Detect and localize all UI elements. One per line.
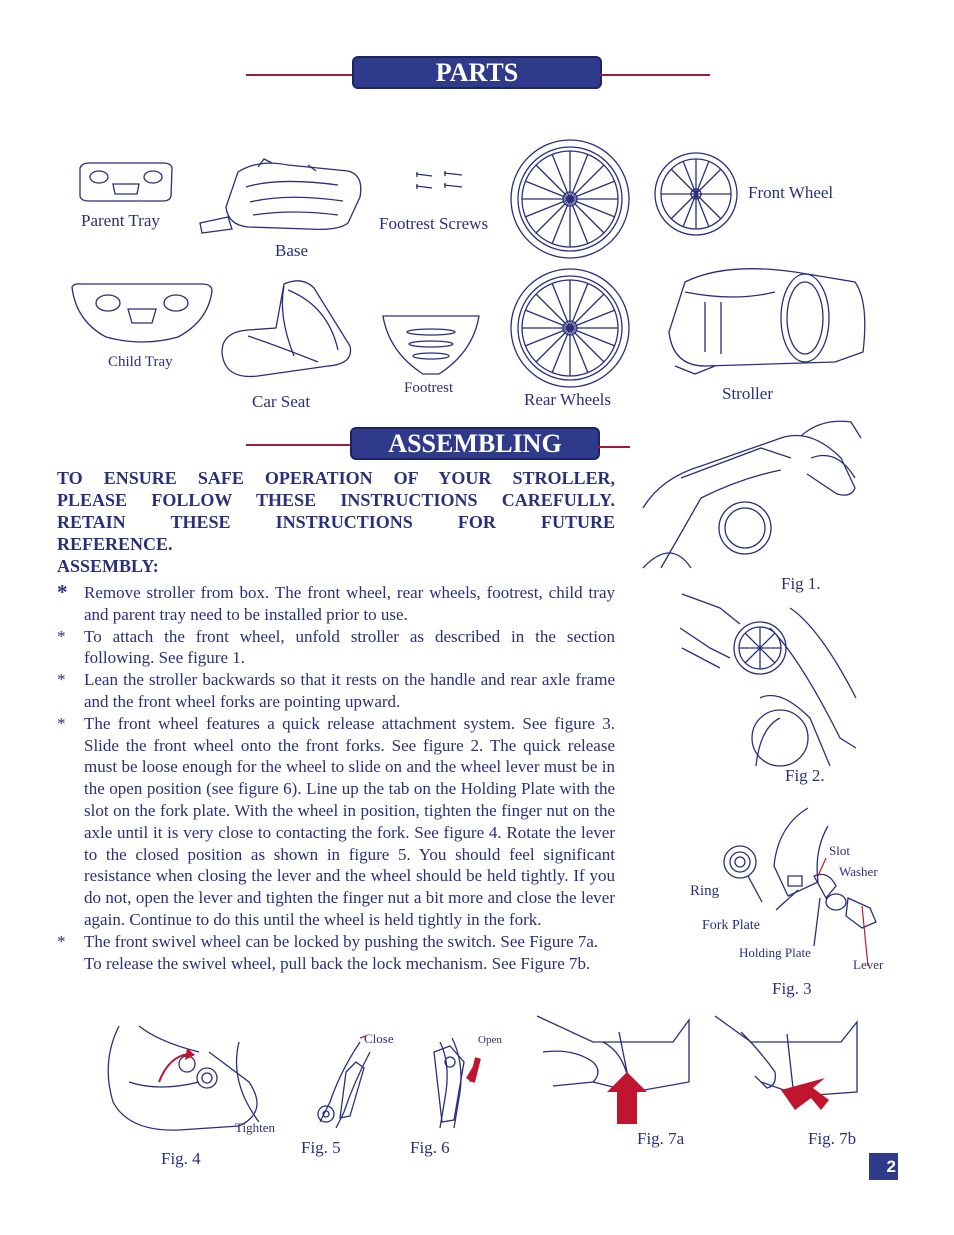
footrest-screws-label: Footrest Screws [379, 214, 489, 233]
car-seat-label: Car Seat [252, 392, 311, 411]
bullet-star: * [57, 713, 66, 733]
assembling-rule-left [246, 444, 352, 446]
fig4-caption: Fig. 4 [161, 1149, 201, 1168]
warning-line-1: TO ENSURE SAFE OPERATION OF YOUR STROLLE… [57, 468, 615, 488]
stroller-illustration [668, 268, 866, 375]
parts-rule-right [600, 74, 710, 76]
instruction-item: * Remove stroller from box. The front whe… [57, 580, 615, 626]
fig5-caption: Fig. 5 [301, 1138, 341, 1157]
fig5-illustration [317, 1035, 371, 1129]
instruction-text: The front swivel wheel can be locked by … [84, 931, 599, 973]
car-seat-illustration [221, 280, 352, 378]
fig3-label-lever: Lever [853, 957, 884, 972]
fig3-label-holding-plate: Holding Plate [739, 945, 811, 960]
warning-line-2: PLEASE FOLLOW THESE INSTRUCTIONS CAREFUL… [57, 490, 615, 510]
safety-warning: TO ENSURE SAFE OPERATION OF YOUR STROLLE… [57, 467, 615, 577]
tighten-callout: Tighten [235, 1120, 275, 1135]
assembly-subheading: ASSEMBLY: [57, 556, 159, 576]
child-tray-label: Child Tray [108, 354, 173, 370]
fig7b-illustration [714, 1015, 858, 1110]
instruction-text: To attach the front wheel, unfold stroll… [84, 626, 615, 668]
open-callout: Open [478, 1034, 502, 1046]
fig1-illustration [642, 420, 862, 569]
instruction-item: * The front swivel wheel can be locked by… [57, 931, 615, 975]
stroller-label: Stroller [722, 384, 773, 403]
footrest-screws-illustration [415, 171, 463, 189]
page-number: 2 [869, 1153, 898, 1180]
fig7a-illustration [536, 1015, 690, 1124]
footrest-illustration [382, 315, 480, 375]
fig2-caption: Fig 2. [785, 766, 825, 785]
instruction-text: Remove stroller from box. The front whee… [84, 583, 615, 624]
base-illustration [199, 158, 362, 234]
fig3-label-ring: Ring [690, 883, 720, 899]
fig6-illustration [433, 1037, 481, 1129]
fig3-label-slot: Slot [829, 843, 850, 858]
bullet-star: * [57, 931, 66, 951]
fig3-label-washer: Washer [839, 864, 878, 879]
rear-wheel-bottom-illustration [510, 268, 630, 388]
rear-wheel-top-illustration [510, 139, 630, 259]
base-label: Base [275, 241, 309, 260]
warning-line-4: REFERENCE. [57, 534, 173, 554]
parts-heading: PARTS [354, 58, 600, 87]
parent-tray-label: Parent Tray [81, 211, 160, 230]
fig3-label-fork-plate: Fork Plate [702, 918, 760, 933]
footrest-label: Footrest [404, 380, 454, 396]
fig7b-caption: Fig. 7b [808, 1129, 857, 1148]
assembling-rule-right [598, 446, 630, 448]
parent-tray-illustration [79, 162, 173, 202]
instruction-text: The front wheel features a quick release… [84, 713, 615, 929]
instruction-item: * To attach the front wheel, unfold strol… [57, 626, 615, 670]
bullet-star: * [57, 670, 66, 690]
child-tray-illustration [71, 283, 213, 343]
rear-wheels-label: Rear Wheels [524, 390, 612, 409]
fig7a-caption: Fig. 7a [637, 1129, 685, 1148]
instruction-text: Lean the stroller backwards so that it r… [84, 670, 615, 711]
bullet-star: * [57, 626, 66, 646]
front-wheel-illustration [654, 152, 738, 236]
warning-line-3: RETAIN THESE INSTRUCTIONS FOR FUTURE [57, 512, 615, 532]
front-wheel-label: Front Wheel [748, 183, 834, 202]
close-callout: Close [364, 1031, 394, 1046]
fig1-caption: Fig 1. [781, 574, 821, 593]
fig4-illustration [107, 1025, 260, 1131]
bullet-star: * [57, 580, 68, 604]
fig6-caption: Fig. 6 [410, 1138, 450, 1157]
fig3-caption: Fig. 3 [772, 979, 812, 998]
parts-rule-left [246, 74, 354, 76]
fig3-illustration [723, 807, 877, 967]
instruction-item: * Lean the stroller backwards so that it … [57, 669, 615, 713]
fig2-illustration [679, 593, 857, 767]
assembling-heading: ASSEMBLING [352, 429, 598, 458]
instruction-item: * The front wheel features a quick releas… [57, 713, 615, 931]
assembly-instructions: * Remove stroller from box. The front whe… [57, 580, 615, 975]
